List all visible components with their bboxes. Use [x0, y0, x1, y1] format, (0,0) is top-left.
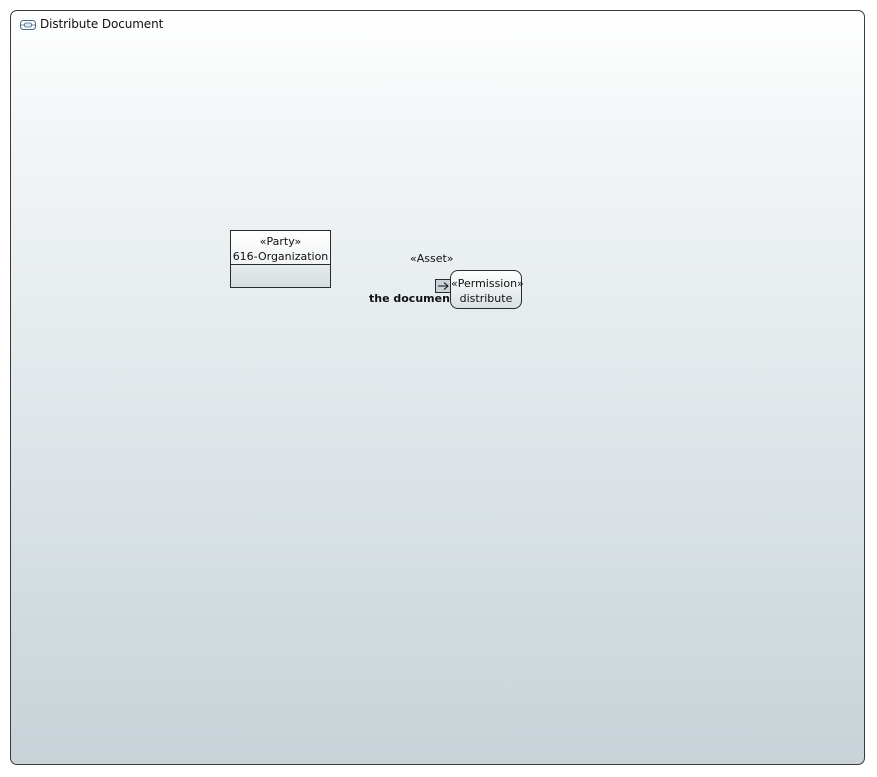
permission-action[interactable]: «Permission» distribute	[450, 270, 524, 309]
input-pin-arrow-icon	[438, 282, 449, 290]
party-attributes-compartment	[231, 265, 330, 287]
action-stereotype: «Permission»	[451, 277, 524, 290]
action-name: distribute	[459, 292, 513, 305]
activity-diagram-icon	[20, 17, 36, 31]
party-name-compartment: «Party» 616-Organization	[231, 231, 330, 265]
pin-label: the document	[369, 292, 456, 305]
frame-header: Distribute Document	[20, 16, 163, 32]
party-stereotype: «Party»	[259, 235, 302, 248]
activity-frame[interactable]: Distribute Document	[10, 10, 865, 765]
party-classifier[interactable]: «Party» 616-Organization	[230, 230, 331, 288]
diagram-title: Distribute Document	[40, 17, 164, 31]
pin-stereotype: «Asset»	[410, 252, 454, 265]
party-name: 616-Organization	[232, 250, 329, 263]
input-pin[interactable]	[435, 279, 451, 293]
